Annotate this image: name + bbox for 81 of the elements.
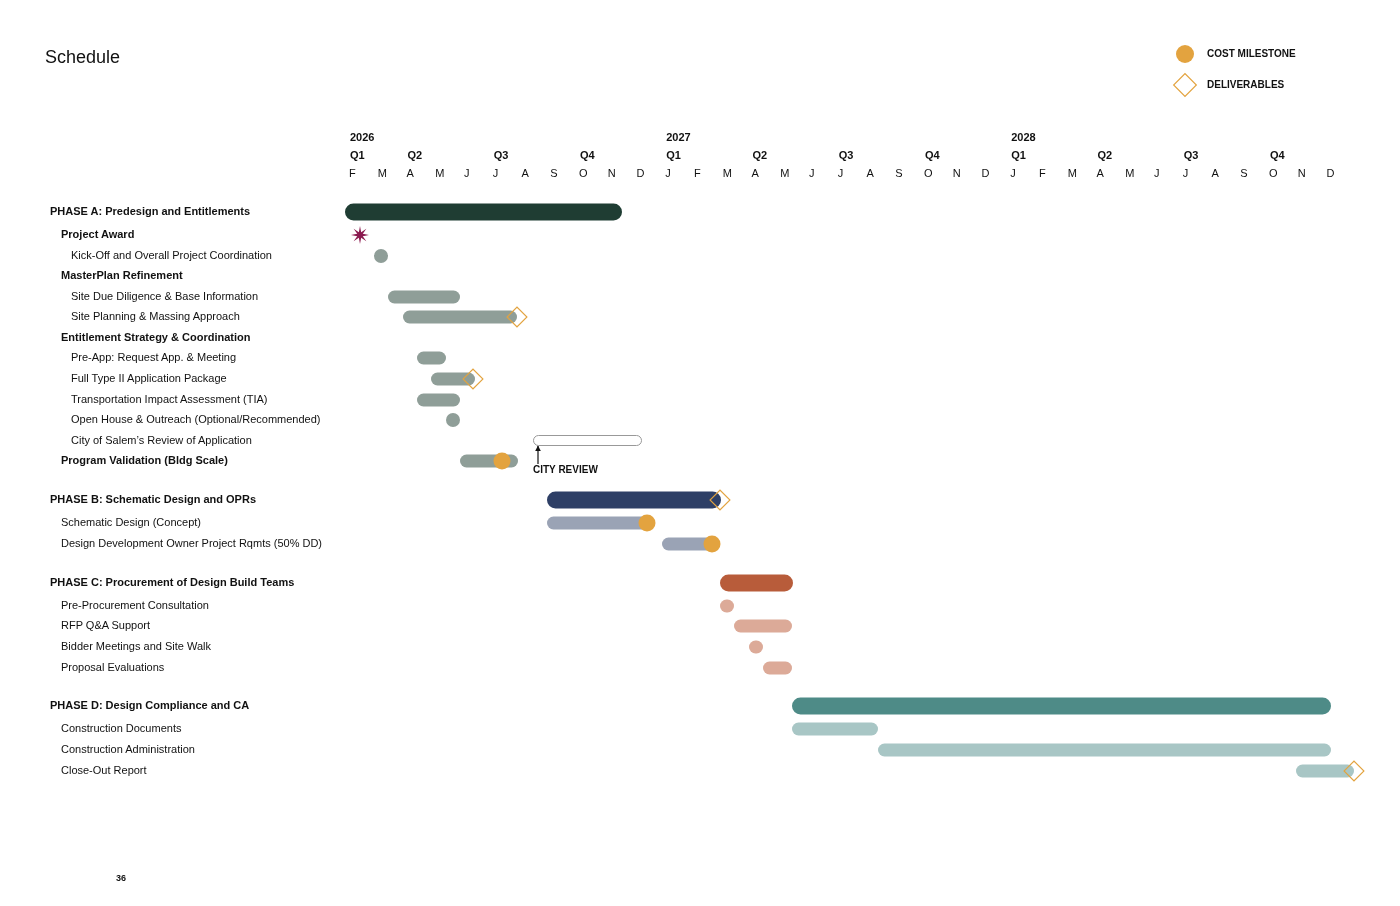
month-label: N: [1297, 168, 1306, 179]
quarter-label: Q1: [350, 150, 365, 161]
month-label: O: [579, 168, 588, 179]
month-label: M: [377, 168, 387, 179]
month-label: A: [521, 168, 529, 179]
task-group-label: MasterPlan Refinement: [61, 270, 183, 281]
task-label: Construction Documents: [61, 723, 182, 734]
month-label: J: [837, 168, 844, 179]
phase-label: PHASE A: Predesign and Entitlements: [50, 206, 251, 217]
task-label: Proposal Evaluations: [61, 662, 165, 673]
task-label: City of Salem’s Review of Application: [71, 435, 252, 446]
task-label: Site Planning & Massing Approach: [71, 311, 240, 322]
task-label: Kick-Off and Overall Project Coordination: [71, 250, 272, 261]
year-label: 2026: [350, 132, 375, 143]
month-label: S: [895, 168, 903, 179]
month-label: M: [1067, 168, 1077, 179]
year-label: 2028: [1011, 132, 1036, 143]
task-group-label: Program Validation (Bldg Scale): [61, 455, 228, 466]
month-label: A: [866, 168, 874, 179]
arrow: [535, 445, 541, 465]
legend-label: COST MILESTONE: [1207, 49, 1296, 59]
task-label: RFP Q&A Support: [61, 620, 151, 631]
quarter-label: Q1: [666, 150, 681, 161]
page-number: 36: [116, 874, 126, 883]
month-label: J: [1154, 168, 1160, 179]
month-label: N: [952, 168, 961, 179]
month-label: J: [1010, 168, 1016, 179]
phase-label: PHASE B: Schematic Design and OPRs: [50, 494, 256, 505]
month-label: M: [722, 168, 732, 179]
annotation-label: CITY REVIEW: [533, 465, 598, 475]
month-label: N: [607, 168, 616, 179]
month-label: A: [1211, 168, 1219, 179]
year-label: 2027: [666, 132, 691, 143]
quarter-label: Q3: [493, 150, 509, 161]
month-label: J: [1182, 168, 1189, 179]
month-label: A: [406, 168, 414, 179]
month-label: M: [1125, 168, 1135, 179]
month-label: M: [780, 168, 790, 179]
month-label: S: [1240, 168, 1248, 179]
task-label: Pre-App: Request App. & Meeting: [71, 352, 237, 363]
month-label: D: [636, 168, 645, 179]
month-label: F: [1039, 168, 1046, 179]
task-label: Site Due Diligence & Base Information: [71, 291, 259, 302]
quarter-label: Q4: [925, 150, 940, 161]
quarter-label: Q3: [838, 150, 854, 161]
quarter-label: Q2: [407, 150, 423, 161]
quarter-label: Q2: [1097, 150, 1113, 161]
task-label: Full Type II Application Package: [71, 373, 227, 384]
month-label: J: [665, 168, 671, 179]
task-label: Pre-Procurement Consultation: [61, 600, 209, 611]
month-label: D: [1326, 168, 1335, 179]
quarter-label: Q3: [1183, 150, 1199, 161]
quarter-label: Q1: [1011, 150, 1026, 161]
quarter-label: Q2: [752, 150, 768, 161]
month-label: A: [751, 168, 759, 179]
month-label: M: [435, 168, 445, 179]
task-label: Open House & Outreach (Optional/Recommended): [71, 414, 321, 425]
month-label: D: [981, 168, 990, 179]
task-label: Bidder Meetings and Site Walk: [61, 641, 211, 652]
task-label: Transportation Impact Assessment (TIA): [71, 394, 268, 405]
task-label: Close-Out Report: [61, 765, 147, 776]
month-label: F: [349, 168, 356, 179]
legend-label: DELIVERABLES: [1207, 80, 1285, 90]
quarter-label: Q4: [1270, 150, 1285, 161]
month-label: O: [1269, 168, 1278, 179]
quarter-label: Q4: [580, 150, 595, 161]
month-label: J: [464, 168, 470, 179]
month-label: F: [694, 168, 701, 179]
month-label: O: [924, 168, 933, 179]
task-group-label: Entitlement Strategy & Coordination: [61, 332, 251, 343]
month-label: J: [809, 168, 815, 179]
task-label: Design Development Owner Project Rqmts (50% DD): [61, 538, 323, 549]
task-label: Schematic Design (Concept): [61, 517, 201, 528]
task-label: Construction Administration: [61, 744, 195, 755]
month-label: S: [550, 168, 558, 179]
task-group-label: Project Award: [61, 229, 135, 240]
phase-label: PHASE C: Procurement of Design Build Teams: [50, 577, 295, 588]
month-label: A: [1096, 168, 1104, 179]
phase-label: PHASE D: Design Compliance and CA: [50, 700, 250, 711]
month-label: J: [492, 168, 499, 179]
page-title: Schedule: [45, 48, 121, 66]
